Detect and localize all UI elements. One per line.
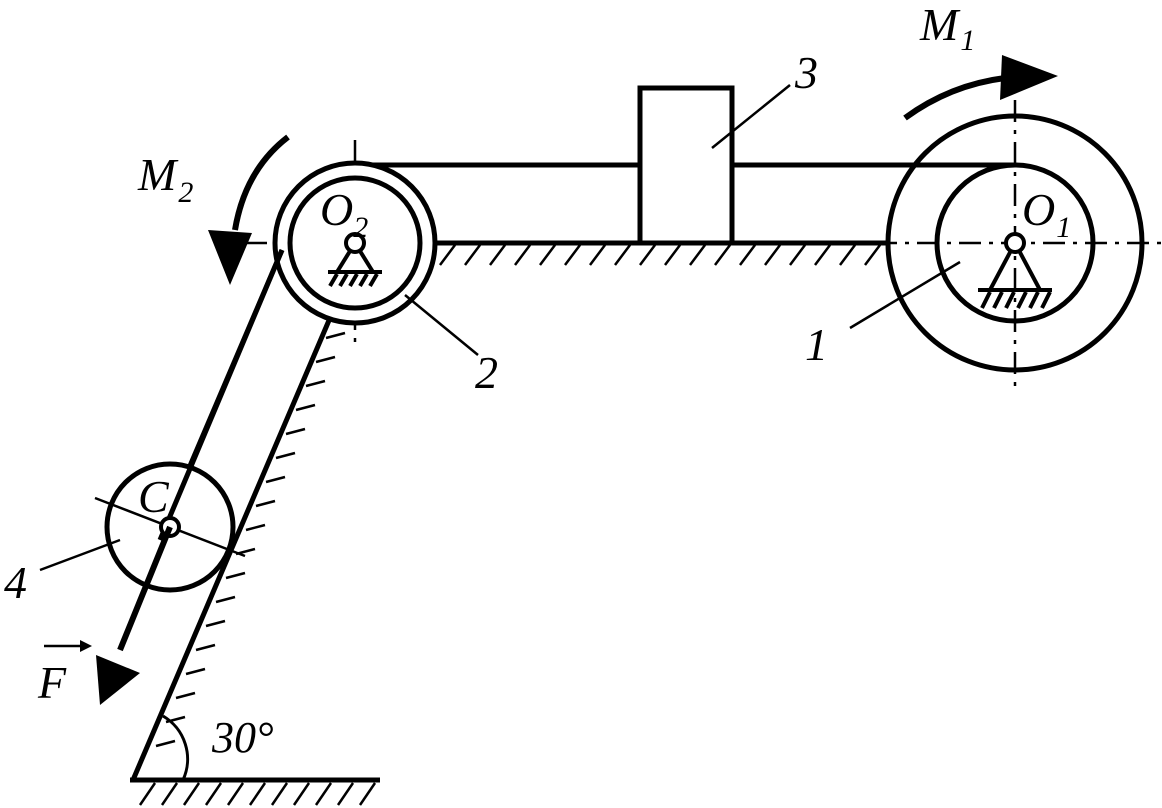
horizontal-ground-hatching xyxy=(439,244,881,266)
label-c: C xyxy=(138,471,170,522)
pivot-o2 xyxy=(344,232,366,254)
block-3 xyxy=(637,85,735,246)
horizontal-ground xyxy=(430,240,888,266)
pulley-1 xyxy=(885,113,1145,373)
label-o1: O1 xyxy=(1022,184,1071,244)
label-f: F xyxy=(37,657,67,708)
roller-4 xyxy=(94,249,285,593)
label-m2: M2 xyxy=(137,149,193,209)
moment-m1-arrow xyxy=(903,55,1058,121)
label-part-3: 3 xyxy=(794,47,818,98)
label-o2: O2 xyxy=(320,184,368,244)
vector-f-overarrow xyxy=(44,640,92,652)
label-m1: M1 xyxy=(919,0,975,57)
label-part-1: 1 xyxy=(805,319,828,370)
label-part-2: 2 xyxy=(475,347,498,398)
label-part-4: 4 xyxy=(4,557,27,608)
leader-lines xyxy=(39,84,961,572)
bottom-ground xyxy=(130,714,380,806)
pulley-2 xyxy=(272,160,438,326)
force-f-arrow xyxy=(96,525,173,705)
moment-m2-arrow xyxy=(208,134,290,285)
pivot-o1 xyxy=(1004,232,1026,254)
label-angle: 30° xyxy=(211,713,274,762)
bottom-ground-hatching xyxy=(138,782,377,806)
angle-arc xyxy=(162,714,190,781)
